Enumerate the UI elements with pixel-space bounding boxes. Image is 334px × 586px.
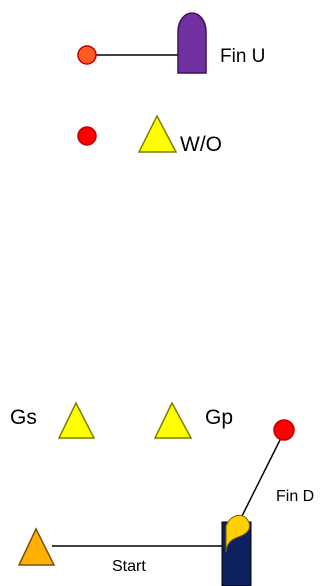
fin-u-label: Fin U [220,46,265,67]
gs-yellow-triangle [57,401,96,439]
w-o-yellow-triangle [137,114,178,153]
start-yellow-flag [225,514,250,553]
w-o-red-marker [77,126,97,146]
fin-d-red-marker [273,419,295,441]
gs-label: Gs [10,406,37,429]
fin-u-orange-marker [77,45,97,65]
gp-yellow-triangle [153,401,193,439]
w-o-label: W/O [180,133,222,156]
gp-label: Gp [205,406,233,429]
fin-d-label: Fin D [276,488,314,505]
start-label: Start [112,558,146,575]
start-orange-triangle [17,527,56,566]
fin-d-line [239,435,283,521]
fin-u-purple-buoy [177,12,207,74]
